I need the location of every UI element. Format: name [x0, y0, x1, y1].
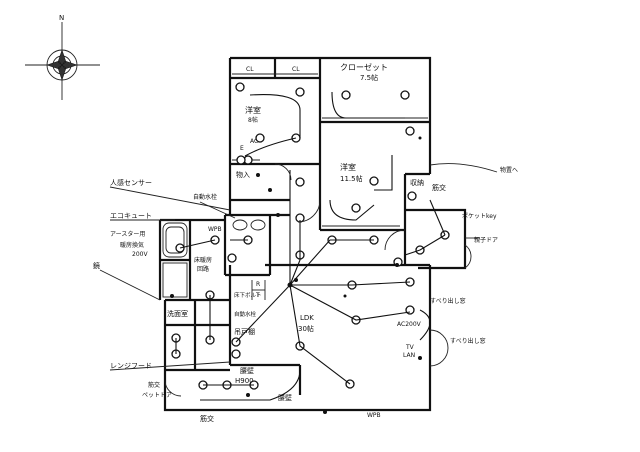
hall-t-label: T	[255, 292, 260, 299]
outlet-icon	[246, 393, 250, 397]
north-label: N	[59, 14, 64, 22]
outlets	[170, 136, 422, 414]
floor-heat-label-1: 床暖房	[194, 256, 212, 264]
closet-left-label: CL	[246, 66, 254, 73]
compass-rose: N	[25, 14, 100, 100]
ceiling-light-icon	[255, 133, 265, 143]
motion-sensor-label: 人感センサー	[110, 178, 152, 187]
callout-labels: 人感センサー 自動水栓 エコキュート アースター用 暖房換気 200V 床暖房 …	[93, 138, 518, 419]
closet-right-label: CL	[292, 66, 300, 73]
closet-main-size: 7.5帖	[360, 73, 378, 82]
mirror-label: 鏡	[93, 261, 100, 270]
outlet-icon	[268, 188, 272, 192]
hall-r-label: R	[256, 281, 260, 288]
ceiling-light-icon	[295, 177, 305, 187]
e-label-1: E	[240, 145, 244, 152]
ceiling-light-icon	[405, 126, 415, 136]
parent-door-label: 親子ドア	[474, 236, 498, 244]
counter-height: H900	[235, 377, 254, 385]
range-hood-label: レンジフード	[110, 362, 152, 370]
counter-label: 腰壁	[240, 366, 254, 375]
heater-label: アースター用	[110, 230, 145, 238]
western-room-2-label: 洋室	[340, 162, 356, 172]
ldk-size: 30帖	[298, 324, 314, 333]
floor-bolt-label: 床下ボルト	[234, 291, 262, 299]
tv-label: TV	[405, 344, 415, 351]
outlet-icon	[395, 263, 399, 267]
entrance-brace-label: 筋交	[432, 183, 446, 192]
ceiling-light-icon	[231, 349, 241, 359]
ventilation-label: 暖房換気	[120, 241, 144, 249]
ceiling-light-icon	[369, 176, 379, 186]
eco-cute-label: エコキュート	[110, 212, 152, 220]
auto-faucet-2-label: 自動水栓	[234, 310, 257, 318]
ceiling-light-icon	[351, 203, 361, 213]
washroom-label: 洗面室	[167, 309, 188, 318]
shoes-label: 収納	[410, 178, 424, 187]
lan-label: LAN	[403, 352, 415, 359]
ldk-label: LDK	[300, 314, 314, 322]
pantry-label: 吊戸棚	[234, 327, 255, 336]
ceiling-light-icon	[235, 82, 245, 92]
outlet-icon	[418, 356, 422, 360]
ceiling-light-icon	[227, 253, 237, 263]
bathtub	[162, 222, 188, 298]
wpb-label-1: WPB	[208, 226, 222, 233]
outlet-icon	[418, 136, 422, 140]
auto-faucet-label: 自動水栓	[193, 193, 217, 201]
floor-heat-label-2: 回路	[197, 265, 209, 273]
doors	[164, 163, 472, 397]
ceiling-light-icon	[407, 191, 417, 201]
western-room-2-size: 11.5帖	[340, 174, 363, 183]
ceiling-light-icon	[295, 87, 305, 97]
outlet-icon	[276, 213, 280, 217]
sliding-window-1-label: すべり出し窓	[430, 297, 466, 305]
ceiling-light-icon	[341, 90, 351, 100]
outlet-icon	[343, 294, 347, 298]
outlet-icon	[287, 282, 293, 288]
wiring	[175, 91, 446, 401]
pocket-key-label: ポケットkey	[462, 212, 497, 220]
storage-label: 物入	[236, 170, 250, 179]
wpb-label-2: WPB	[367, 412, 381, 419]
ventilation-voltage: 200V	[132, 251, 148, 258]
ceiling-light-icon	[400, 90, 410, 100]
western-room-1-size: 8帖	[248, 116, 258, 124]
sliding-window-2-label: すべり出し窓	[450, 337, 486, 345]
closet-main-label: クローゼット	[340, 62, 388, 72]
bottom-brace-label: 筋交	[200, 414, 214, 423]
pet-door-label: ペットドア	[142, 392, 172, 399]
outlet-icon	[294, 278, 298, 282]
shed-label: 物置へ	[500, 166, 518, 174]
western-room-1-label: 洋室	[245, 105, 261, 115]
room-labels: CL CL クローゼット 7.5帖 洋室 8帖 洋室 11.5帖 物入 収納 筋…	[167, 62, 446, 423]
outlet-icon	[256, 173, 260, 177]
counter-2-label: 腰壁	[278, 393, 292, 402]
outlet-icon	[170, 294, 174, 298]
ac-200v-label: AC200V	[397, 321, 422, 328]
ceiling-light-icon	[236, 155, 246, 165]
pet-door-brace-label: 筋交	[148, 381, 160, 389]
washbasin	[232, 219, 266, 231]
outlet-icon	[323, 410, 327, 414]
ac-label-1: AC	[250, 138, 258, 145]
